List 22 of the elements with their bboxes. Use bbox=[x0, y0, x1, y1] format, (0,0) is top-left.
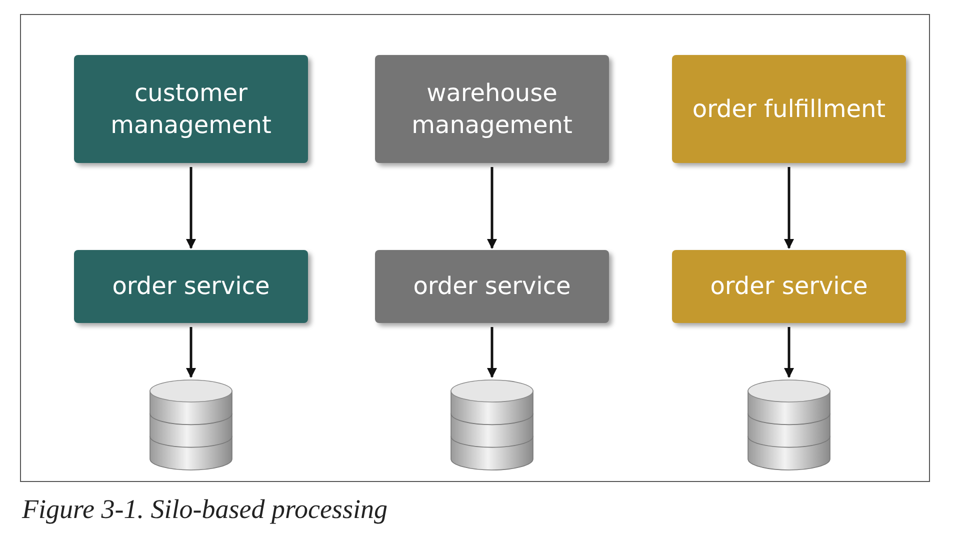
arrow bbox=[784, 167, 794, 249]
database-cylinder bbox=[149, 379, 233, 471]
figure-caption: Figure 3-1. Silo-based processing bbox=[22, 494, 388, 525]
process-box bbox=[672, 250, 906, 323]
arrow bbox=[784, 327, 794, 378]
process-box bbox=[375, 250, 609, 323]
arrow bbox=[186, 167, 196, 249]
arrow bbox=[487, 327, 497, 378]
process-box bbox=[74, 55, 308, 163]
box-label: order service bbox=[112, 271, 270, 302]
process-box bbox=[375, 55, 609, 163]
arrow bbox=[186, 327, 196, 378]
box-label: warehouse management bbox=[410, 78, 574, 141]
box-label: customer management bbox=[110, 78, 272, 141]
database-cylinder bbox=[450, 379, 534, 471]
arrow bbox=[487, 167, 497, 249]
process-box bbox=[74, 250, 308, 323]
process-box bbox=[672, 55, 906, 163]
database-cylinder bbox=[747, 379, 831, 471]
box-label: order service bbox=[710, 271, 868, 302]
box-label: order service bbox=[413, 271, 571, 302]
box-label: order fulfillment bbox=[692, 94, 886, 125]
